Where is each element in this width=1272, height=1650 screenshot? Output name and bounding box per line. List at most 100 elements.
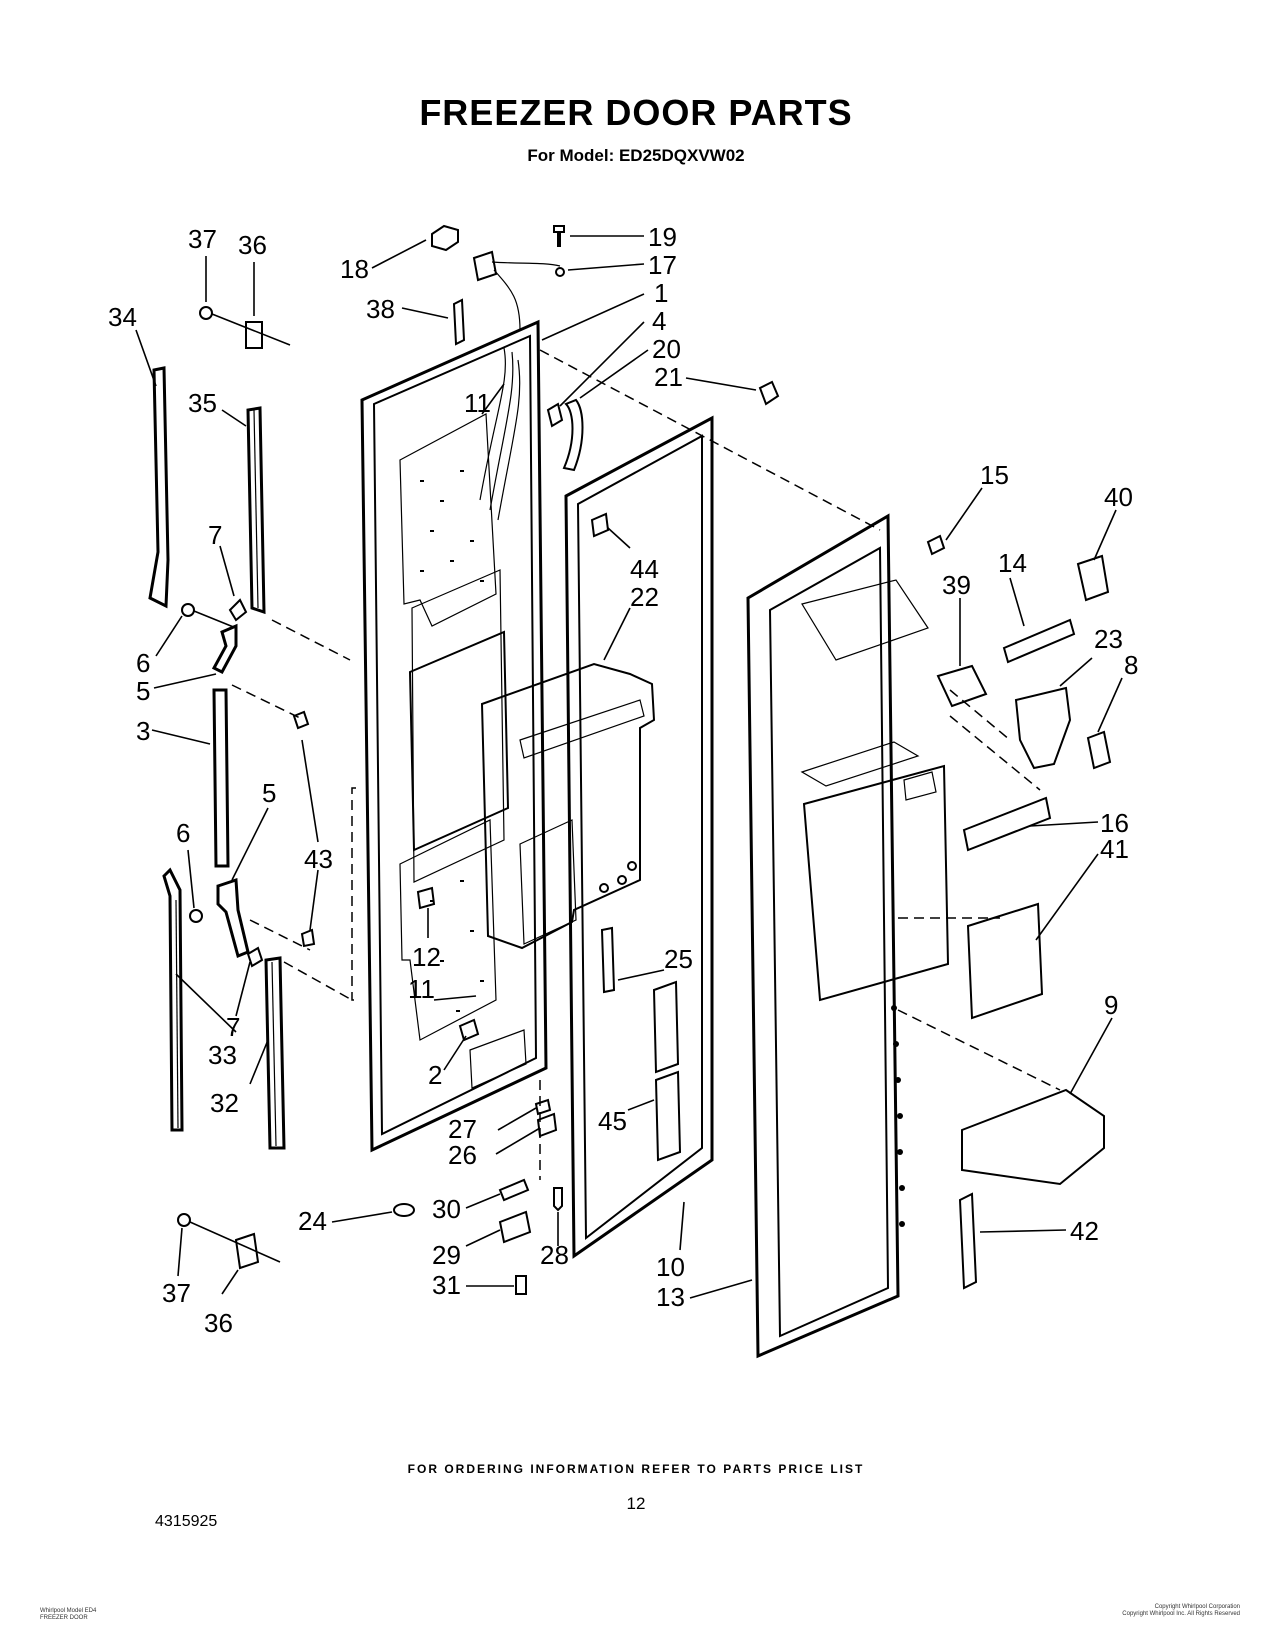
callout-15: 15 [980, 460, 1009, 490]
part-33-strip [162, 867, 184, 1132]
part-20-tube [562, 398, 584, 472]
callout-11-lower: 11 [408, 974, 435, 1004]
callout-2: 2 [428, 1060, 442, 1090]
callout-22: 22 [630, 582, 659, 612]
callout-36-top: 36 [238, 230, 267, 260]
callout-35: 35 [188, 388, 217, 418]
top-small-parts [431, 224, 780, 472]
part-15-screw [926, 534, 946, 556]
part-16-trim [962, 796, 1052, 852]
callout-19: 19 [648, 222, 677, 252]
part-5-bracket-lower [216, 877, 250, 959]
part-42-bracket [958, 1192, 978, 1290]
part-28-screw [553, 1187, 563, 1212]
model-subtitle: For Model: ED25DQXVW02 [527, 146, 745, 165]
callout-5-upper: 5 [136, 676, 150, 706]
callout-31: 31 [432, 1270, 461, 1300]
callout-27: 27 [448, 1114, 477, 1144]
part-40-switch [1076, 554, 1110, 602]
fine-print-left: Whirlpool Model ED4 FREEZER DOOR [40, 1608, 97, 1621]
part-17-harness [472, 250, 498, 282]
callout-41: 41 [1100, 834, 1129, 864]
part-14-bar [1002, 618, 1076, 664]
callout-42: 42 [1070, 1216, 1099, 1246]
part-36-hinge-top [245, 321, 263, 349]
part-3-bar [212, 688, 230, 868]
callout-45: 45 [598, 1106, 627, 1136]
callout-37-bottom: 37 [162, 1278, 191, 1308]
callout-10: 10 [656, 1252, 685, 1282]
part-10-gasket [564, 415, 714, 1259]
part-13-inner-liner [746, 513, 950, 1359]
callout-7-upper: 7 [208, 520, 222, 550]
part-19-screw [553, 225, 565, 247]
callout-3: 3 [136, 716, 150, 746]
part-35-channel [246, 406, 266, 615]
callout-1: 1 [654, 278, 668, 308]
callout-36-bottom: 36 [204, 1308, 233, 1338]
part-37-screw-top [199, 306, 213, 320]
callout-20: 20 [652, 334, 681, 364]
callout-4: 4 [652, 306, 666, 336]
part-29-hinge-block [498, 1210, 532, 1244]
leader-lines [135, 235, 1123, 1299]
callout-6-lower: 6 [176, 818, 190, 848]
callout-14: 14 [998, 548, 1027, 578]
part-27-washer [534, 1098, 552, 1116]
part-34-trim [148, 366, 170, 609]
part-41-plate [966, 902, 1044, 1020]
callout-39: 39 [942, 570, 971, 600]
callout-21: 21 [654, 362, 683, 392]
callout-30: 30 [432, 1194, 461, 1224]
part-44-bracket [590, 512, 610, 538]
part-32-channel [264, 956, 286, 1150]
part-1-door-panel [360, 298, 548, 1153]
part-9-drip-tray [961, 1088, 1105, 1186]
hinge-parts-group [148, 306, 353, 1270]
callout-6-upper: 6 [136, 648, 150, 678]
callout-8: 8 [1124, 650, 1138, 680]
callout-37-top: 37 [188, 224, 217, 254]
callout-9: 9 [1104, 990, 1118, 1020]
callout-33: 33 [208, 1040, 237, 1070]
ordering-note: FOR ORDERING INFORMATION REFER TO PARTS … [407, 1462, 865, 1476]
part-21-cap [758, 380, 780, 406]
callout-13: 13 [656, 1282, 685, 1312]
callout-43: 43 [304, 844, 333, 874]
part-22-dispenser-housing [480, 662, 656, 950]
callout-labels: 37 36 34 35 7 6 5 3 6 5 43 7 33 32 37 36… [108, 222, 1138, 1338]
callout-44: 44 [630, 554, 659, 584]
right-side-parts [897, 534, 1112, 1290]
part-4-plug [546, 402, 564, 428]
part-24-foot [393, 1203, 415, 1217]
part-30-plate [498, 1178, 530, 1202]
callout-23: 23 [1094, 624, 1123, 654]
callout-11-upper: 11 [464, 388, 491, 418]
part-36-hinge-bottom [234, 1232, 260, 1270]
callout-17: 17 [648, 250, 677, 280]
part-5-bracket-upper [211, 623, 238, 674]
callout-28: 28 [540, 1240, 569, 1270]
callout-40: 40 [1104, 482, 1133, 512]
callout-18: 18 [340, 254, 369, 284]
part-39-cover [936, 664, 988, 708]
fine-print-right: Copyright Whirlpool Corporation Copyrigh… [1122, 1604, 1240, 1617]
document-number: 4315925 [155, 1513, 218, 1530]
callout-29: 29 [432, 1240, 461, 1270]
callout-5-lower: 5 [262, 778, 276, 808]
callout-12: 12 [412, 942, 441, 972]
callout-16: 16 [1100, 808, 1129, 838]
part-23-chute [1014, 686, 1072, 770]
page-title: FREEZER DOOR PARTS [419, 92, 853, 133]
callout-24: 24 [298, 1206, 327, 1236]
part-18-clip [431, 224, 459, 252]
callout-34: 34 [108, 302, 137, 332]
callout-7-lower: 7 [226, 1012, 240, 1042]
page-number: 12 [626, 1494, 646, 1513]
part-25-handle-tube [600, 926, 616, 994]
callout-38: 38 [366, 294, 395, 324]
part-45-insulation [652, 980, 680, 1074]
callout-25: 25 [664, 944, 693, 974]
bottom-small-parts [393, 1080, 563, 1295]
